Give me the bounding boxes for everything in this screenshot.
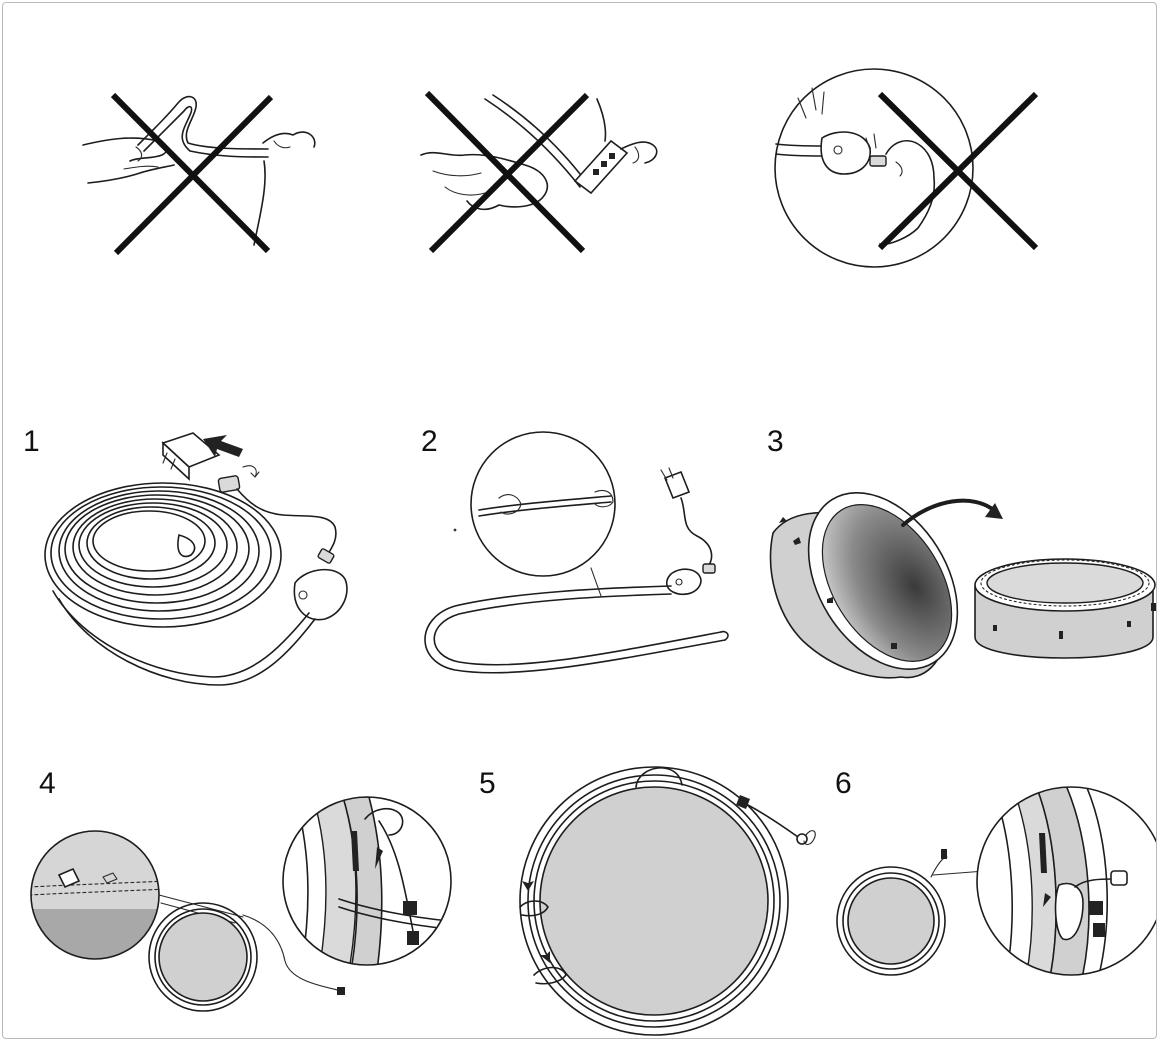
coiled-led-strip-with-adapter — [43, 423, 363, 713]
hand-cutting-strip-illustration — [415, 85, 675, 265]
step-3-illustration — [763, 491, 1157, 691]
step-number-5: 5 — [479, 769, 496, 799]
unrolled-led-strip-with-detail — [415, 418, 735, 708]
warning-no-pulling-connector — [768, 58, 1048, 273]
final-check-strip-attached — [835, 783, 1157, 1033]
cross-icon — [113, 95, 268, 251]
step-number-3: 3 — [767, 427, 784, 457]
step-4-illustration — [29, 791, 469, 1026]
step-number-1: 1 — [23, 427, 40, 457]
step-6-illustration — [835, 783, 1157, 1033]
warning-no-bending — [78, 85, 328, 265]
step-2-illustration — [415, 418, 735, 708]
pool-turning-over-illustration — [763, 491, 1157, 691]
step-5-illustration — [508, 751, 828, 1036]
step-1-illustration — [43, 423, 363, 713]
strip-wrapped-around-pool — [508, 751, 828, 1036]
attaching-strip-to-pool-rim — [29, 791, 469, 1026]
hands-bending-strip-illustration — [78, 85, 328, 265]
connector-pulling-illustration — [768, 58, 1048, 273]
warning-no-cutting — [415, 85, 675, 265]
